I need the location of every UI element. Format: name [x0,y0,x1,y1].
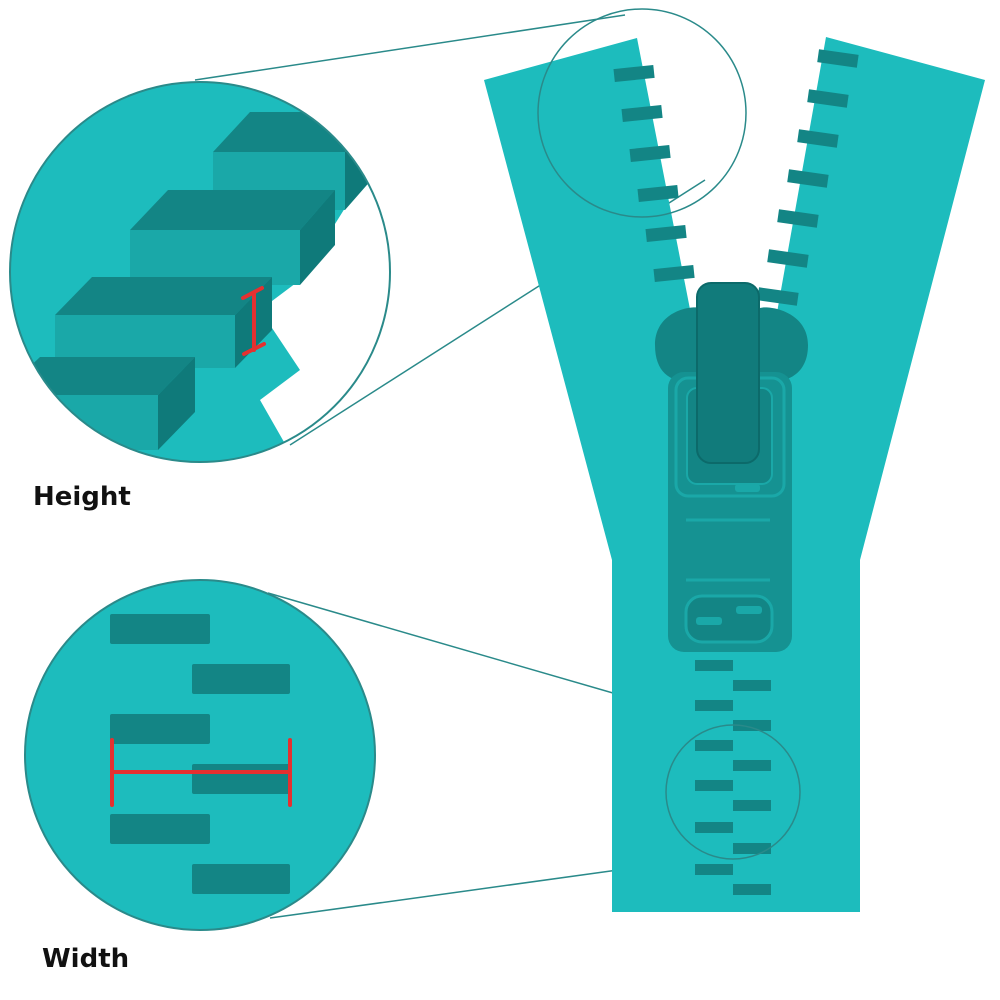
height-label: Height [33,482,131,512]
left-teeth [613,64,695,283]
height-magnifier [9,81,391,463]
width-focus-circle [665,724,801,860]
bottom-teeth [695,660,771,895]
height-measure-marker [241,286,266,356]
left-tape [484,38,739,912]
right-teeth [757,49,859,306]
width-label: Width [42,944,130,974]
width-magnifier [24,579,376,931]
height-focus-circle [537,8,747,218]
zipper-pull-tab-icon [696,282,760,464]
width-measure-marker [110,738,292,807]
